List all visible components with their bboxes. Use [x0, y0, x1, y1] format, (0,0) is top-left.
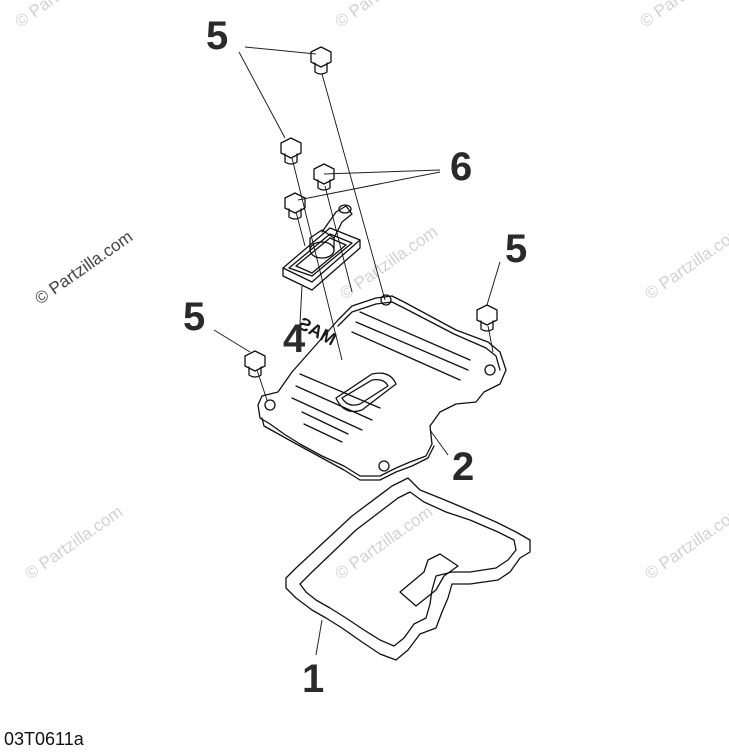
bolt-lower — [284, 192, 306, 220]
watermark: © Partzilla.com — [11, 0, 116, 31]
callout-bolt-top: 5 — [206, 14, 228, 58]
breather-fitting — [282, 204, 361, 291]
watermark: © Partzilla.com — [636, 0, 729, 31]
bolt-left — [244, 350, 266, 378]
watermark-layer: © Partzilla.com © Partzilla.com © Partzi… — [11, 0, 729, 583]
watermark: © Partzilla.com — [21, 502, 126, 583]
watermark-primary: © Partzilla.com — [31, 227, 136, 308]
callout-bolt-left: 5 — [183, 295, 205, 339]
bolt-right — [476, 304, 498, 332]
callout-bolt-right: 5 — [505, 227, 527, 271]
callout-gasket: 1 — [302, 657, 324, 701]
callout-bolt-group-6: 6 — [450, 145, 472, 189]
gasket — [285, 477, 531, 661]
callout-breather: 4 — [283, 317, 306, 361]
callout-valve-cover: 2 — [452, 445, 474, 489]
watermark: © Partzilla.com — [331, 0, 436, 31]
callouts: 1 2 4 5 5 5 6 — [183, 14, 527, 701]
reference-code: 03T0611a — [4, 729, 85, 749]
watermark: © Partzilla.com — [641, 222, 729, 303]
leader-lines — [213, 46, 501, 656]
valve-cover: MAS — [257, 294, 507, 481]
bolt-mid-right — [313, 163, 335, 191]
bolt-mid-left — [280, 137, 302, 165]
watermark: © Partzilla.com — [641, 502, 729, 583]
bolt-top — [310, 46, 332, 75]
watermark: © Partzilla.com — [331, 502, 436, 583]
